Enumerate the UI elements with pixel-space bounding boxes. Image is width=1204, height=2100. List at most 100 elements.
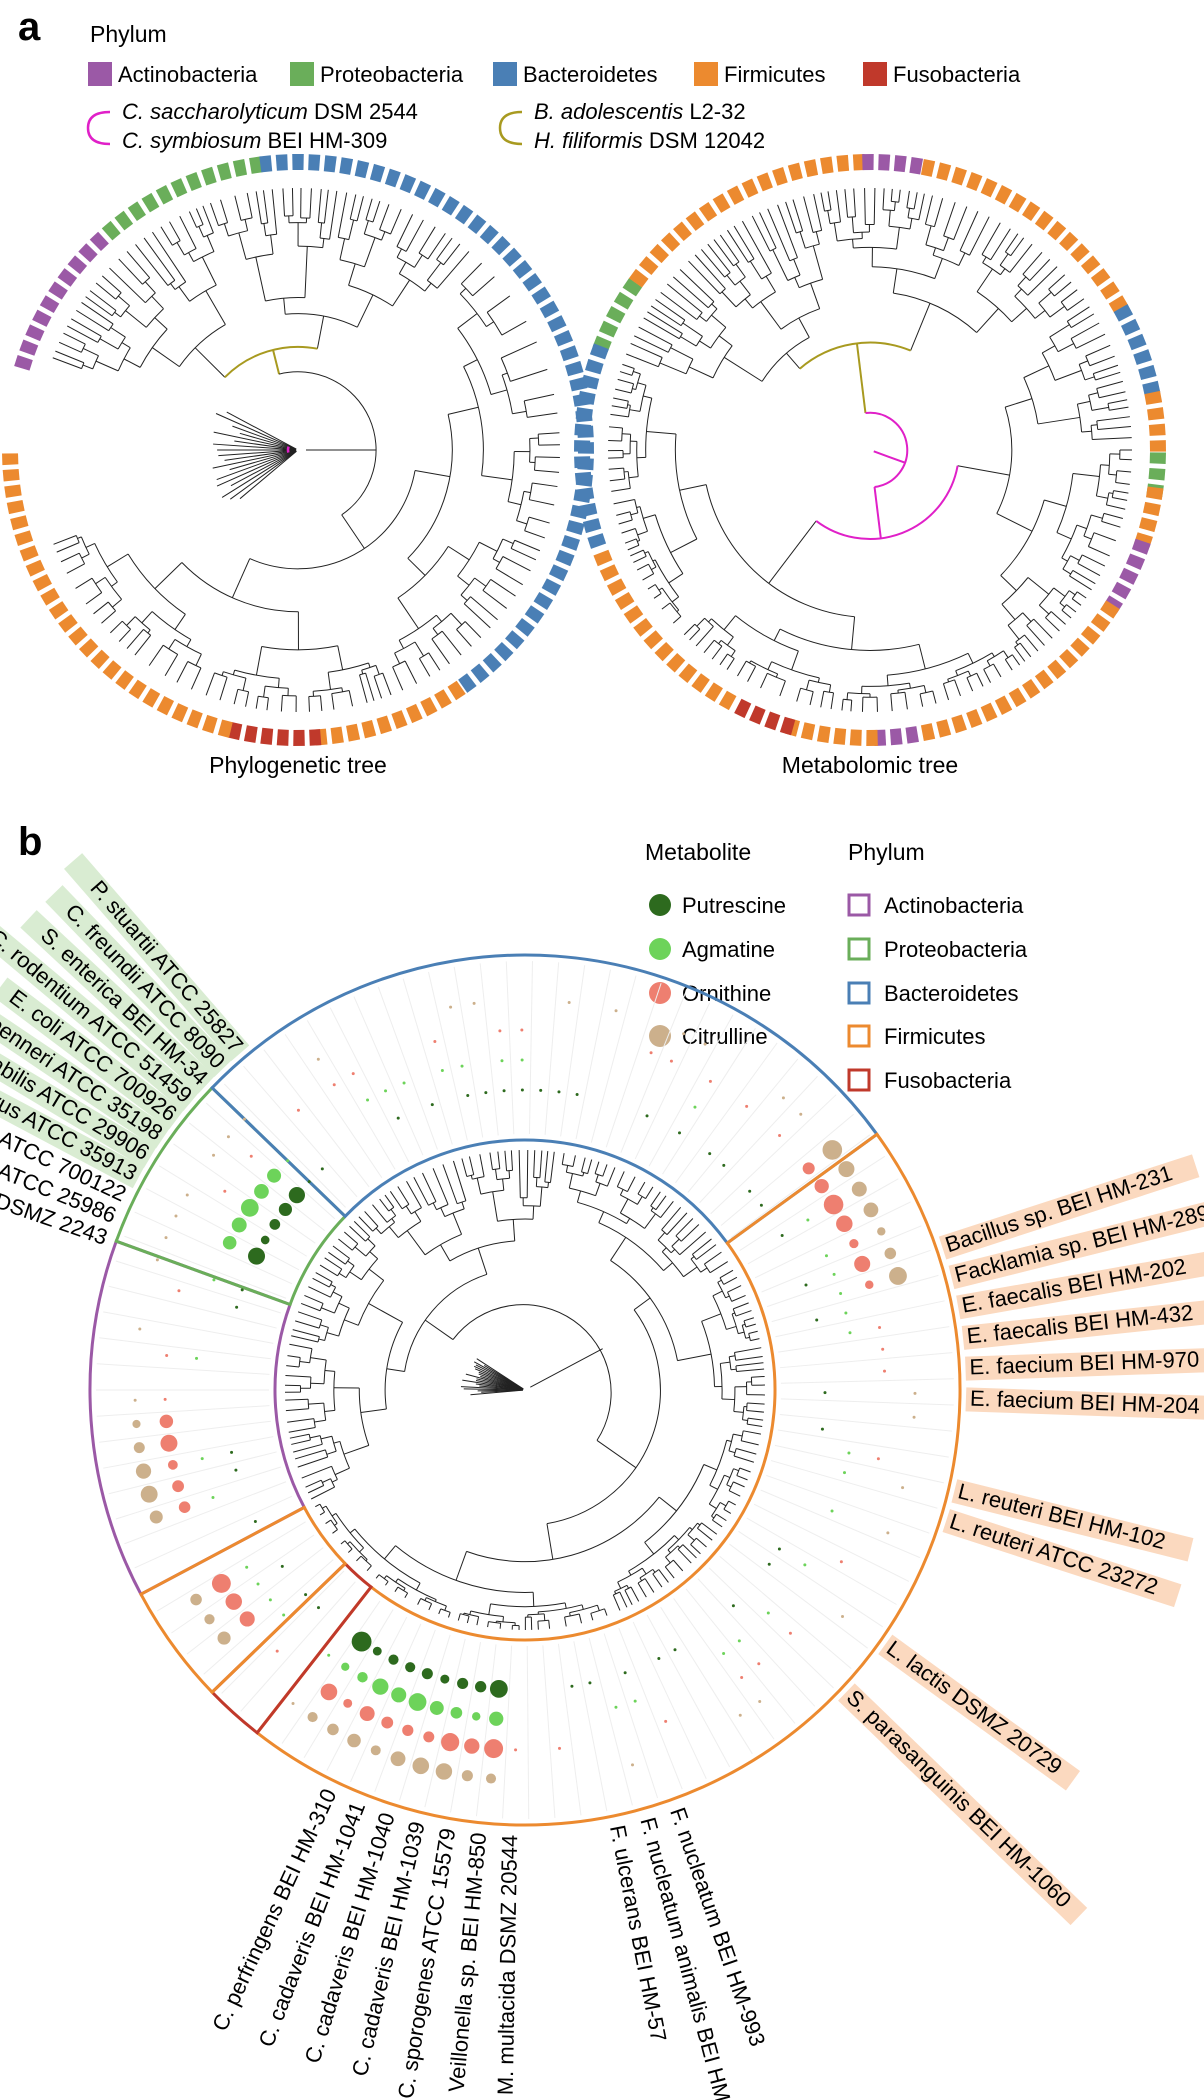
b-tree-branch bbox=[386, 1368, 405, 1372]
left-tree-center-leaf bbox=[229, 450, 297, 500]
right-tree-arc bbox=[674, 433, 698, 540]
right-tree-branch bbox=[1022, 612, 1032, 622]
right-tree-leaf bbox=[1022, 252, 1043, 275]
left-tree-arc bbox=[328, 662, 369, 673]
left-tree-leaf bbox=[255, 191, 262, 224]
left-tree-center-leaf bbox=[239, 450, 297, 500]
left-tree-branch bbox=[283, 298, 286, 315]
b-tree-leaf bbox=[291, 1439, 311, 1445]
b-tree-leaf bbox=[602, 1164, 608, 1177]
right-tree-branch bbox=[643, 395, 652, 399]
b-dot-putrescine bbox=[557, 1090, 561, 1094]
right-tree-branch bbox=[668, 573, 684, 584]
right-tree-arc bbox=[1000, 499, 1045, 576]
right-ring-cell bbox=[852, 154, 865, 171]
right-ring-cell bbox=[1047, 659, 1067, 680]
b-tree-arc bbox=[333, 1371, 336, 1411]
right-tree-arc bbox=[635, 538, 640, 546]
left-tree-leaf bbox=[472, 276, 495, 297]
right-ring-cell bbox=[1142, 501, 1161, 517]
b-tree-arc bbox=[420, 1598, 432, 1605]
right-tree-branch bbox=[982, 256, 987, 264]
left-tree-arc bbox=[298, 245, 323, 249]
panel-b-phylum-title: Phylum bbox=[848, 839, 925, 865]
right-tree-arc bbox=[657, 357, 663, 367]
b-tree-leaf bbox=[461, 1158, 468, 1177]
b-grid-spoke bbox=[329, 1007, 410, 1163]
right-ring-cell bbox=[574, 456, 591, 469]
right-ring-cell bbox=[1148, 423, 1166, 436]
right-ring-cell bbox=[800, 722, 816, 741]
left-ring-cell bbox=[217, 719, 233, 738]
b-tree-leaf bbox=[735, 1362, 764, 1367]
right-tree-arc bbox=[891, 200, 899, 203]
left-ring-cell bbox=[339, 157, 354, 175]
left-tree-leaf bbox=[538, 432, 560, 435]
left-tree-leaf bbox=[95, 282, 116, 300]
left-tree-leaf bbox=[308, 696, 310, 712]
b-dot-agmatine bbox=[268, 1598, 272, 1602]
left-tree-leaf bbox=[169, 221, 181, 241]
b-tree-branch bbox=[582, 1172, 585, 1177]
b-tree-leaf bbox=[731, 1294, 746, 1302]
left-tree-leaf bbox=[101, 610, 116, 624]
left-tree-branch bbox=[244, 219, 249, 231]
b-tree-branch bbox=[359, 1547, 364, 1553]
left-ring-cell bbox=[101, 220, 121, 241]
b-dot-agmatine bbox=[212, 1278, 216, 1282]
b-tree-leaf bbox=[510, 1150, 514, 1171]
left-tree-arc bbox=[127, 553, 186, 615]
right-ring-cell bbox=[1022, 679, 1041, 699]
right-ring-cell bbox=[866, 729, 878, 746]
b-tree-branch bbox=[595, 1174, 599, 1183]
right-tree-branch bbox=[805, 679, 810, 691]
b-grid-spoke bbox=[771, 1274, 939, 1323]
metabolite-legend-title: Metabolite bbox=[645, 839, 751, 865]
right-tree-arc bbox=[955, 652, 993, 672]
b-tree-branch bbox=[308, 1402, 324, 1405]
left-tree-arc bbox=[81, 362, 85, 369]
left-tree-branch bbox=[99, 338, 119, 350]
left-tree-branch bbox=[125, 310, 147, 328]
right-tree-branch bbox=[1053, 587, 1066, 597]
b-tree-leaf bbox=[343, 1231, 359, 1245]
b-dot-ornithine bbox=[839, 1560, 843, 1564]
b-tree-leaf bbox=[292, 1329, 320, 1338]
left-ring-cell bbox=[2, 453, 19, 466]
left-tree-arc bbox=[392, 660, 406, 668]
b-tree-branch bbox=[657, 1232, 666, 1241]
left-tree-branch bbox=[356, 294, 374, 328]
b-dot-ornithine bbox=[159, 1414, 174, 1429]
b-tree-leaf bbox=[533, 1150, 536, 1178]
b-dot-citrulline bbox=[435, 1763, 453, 1780]
right-tree-arc bbox=[745, 660, 756, 667]
b-dot-putrescine bbox=[405, 1662, 416, 1673]
panel-b-label-fusobacteria: Fusobacteria bbox=[884, 1068, 1012, 1093]
b-tree-branch bbox=[375, 1227, 382, 1235]
left-tree-leaf bbox=[534, 469, 560, 473]
left-ring-cell bbox=[48, 601, 69, 620]
left-tree-arc bbox=[285, 313, 358, 328]
right-tree-leaf bbox=[1010, 237, 1025, 257]
left-ring-cell bbox=[531, 286, 551, 305]
left-tree-branch bbox=[368, 662, 371, 668]
b-dot-putrescine bbox=[520, 1088, 524, 1092]
left-tree-arc bbox=[184, 248, 197, 256]
pair-strain-csymbiosum: C. symbiosum BEI HM-309 bbox=[122, 128, 387, 153]
b-tree-leaf bbox=[561, 1153, 565, 1165]
b-dot-putrescine bbox=[539, 1088, 543, 1092]
left-ring-cell bbox=[19, 545, 39, 562]
left-tree-arc bbox=[223, 671, 247, 679]
b-dot-ornithine bbox=[423, 1731, 435, 1743]
right-ring-cell bbox=[654, 641, 674, 662]
b-tree-leaf bbox=[328, 1251, 346, 1265]
b-grid-spoke bbox=[475, 1644, 497, 1817]
right-tree-leaf bbox=[733, 225, 755, 260]
b-tree-branch bbox=[564, 1602, 567, 1609]
right-tree-branch bbox=[711, 303, 718, 310]
left-ring-cell bbox=[39, 295, 60, 314]
right-tree-arc bbox=[882, 209, 895, 212]
b-tree-arc bbox=[594, 1173, 603, 1177]
metabolomic-tree-title: Metabolomic tree bbox=[782, 752, 958, 778]
b-tree-leaf bbox=[645, 1186, 654, 1199]
